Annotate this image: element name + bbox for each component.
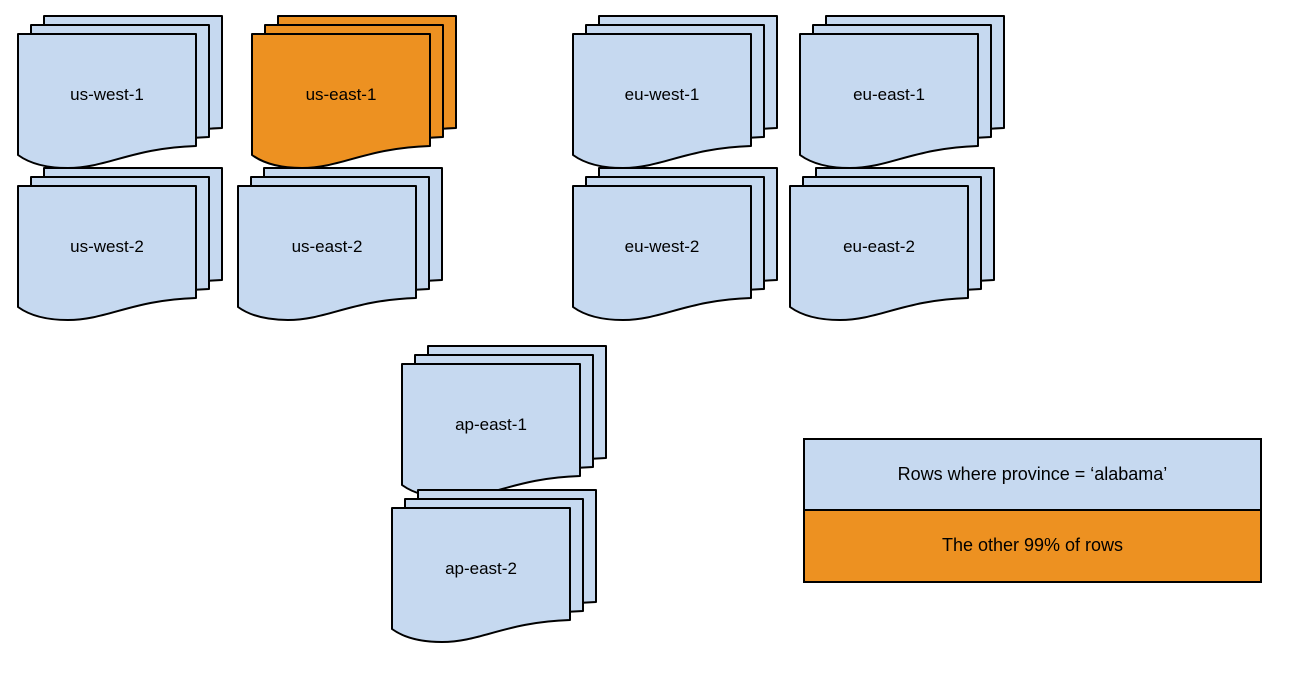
- document-stack-shape: [799, 15, 1005, 169]
- legend-row-alabama: Rows where province = ‘alabama’: [805, 440, 1260, 511]
- document-stack-ap-east-1[interactable]: ap-east-1: [401, 345, 610, 506]
- document-stack-shape: [237, 167, 443, 321]
- document-stack-eu-west-2[interactable]: eu-west-2: [572, 167, 781, 328]
- document-stack-us-west-2[interactable]: us-west-2: [17, 167, 226, 328]
- document-sheet: [401, 363, 581, 499]
- document-sheet: [17, 33, 197, 169]
- document-stack-shape: [17, 167, 223, 321]
- document-stack-shape: [572, 15, 778, 169]
- document-stack-shape: [391, 489, 597, 643]
- document-sheet: [17, 185, 197, 321]
- document-stack-us-east-2[interactable]: us-east-2: [237, 167, 446, 328]
- document-sheet: [799, 33, 979, 169]
- document-stack-us-west-1[interactable]: us-west-1: [17, 15, 226, 176]
- document-sheet: [251, 33, 431, 169]
- legend-label-other: The other 99% of rows: [941, 535, 1124, 556]
- document-sheet: [789, 185, 969, 321]
- document-stack-eu-west-1[interactable]: eu-west-1: [572, 15, 781, 176]
- document-stack-shape: [17, 15, 223, 169]
- document-stack-shape: [251, 15, 457, 169]
- legend-row-other: The other 99% of rows: [805, 510, 1260, 581]
- document-stack-shape: [789, 167, 995, 321]
- document-sheet: [391, 507, 571, 643]
- document-stack-ap-east-2[interactable]: ap-east-2: [391, 489, 600, 650]
- document-sheet: [572, 185, 752, 321]
- legend: Rows where province = ‘alabama’ The othe…: [803, 438, 1262, 583]
- document-stack-eu-east-2[interactable]: eu-east-2: [789, 167, 998, 328]
- document-stack-shape: [572, 167, 778, 321]
- document-sheet: [237, 185, 417, 321]
- document-stack-us-east-1[interactable]: us-east-1: [251, 15, 460, 176]
- legend-label-alabama: Rows where province = ‘alabama’: [897, 463, 1168, 484]
- document-stack-shape: [401, 345, 607, 499]
- document-sheet: [572, 33, 752, 169]
- document-stack-eu-east-1[interactable]: eu-east-1: [799, 15, 1008, 176]
